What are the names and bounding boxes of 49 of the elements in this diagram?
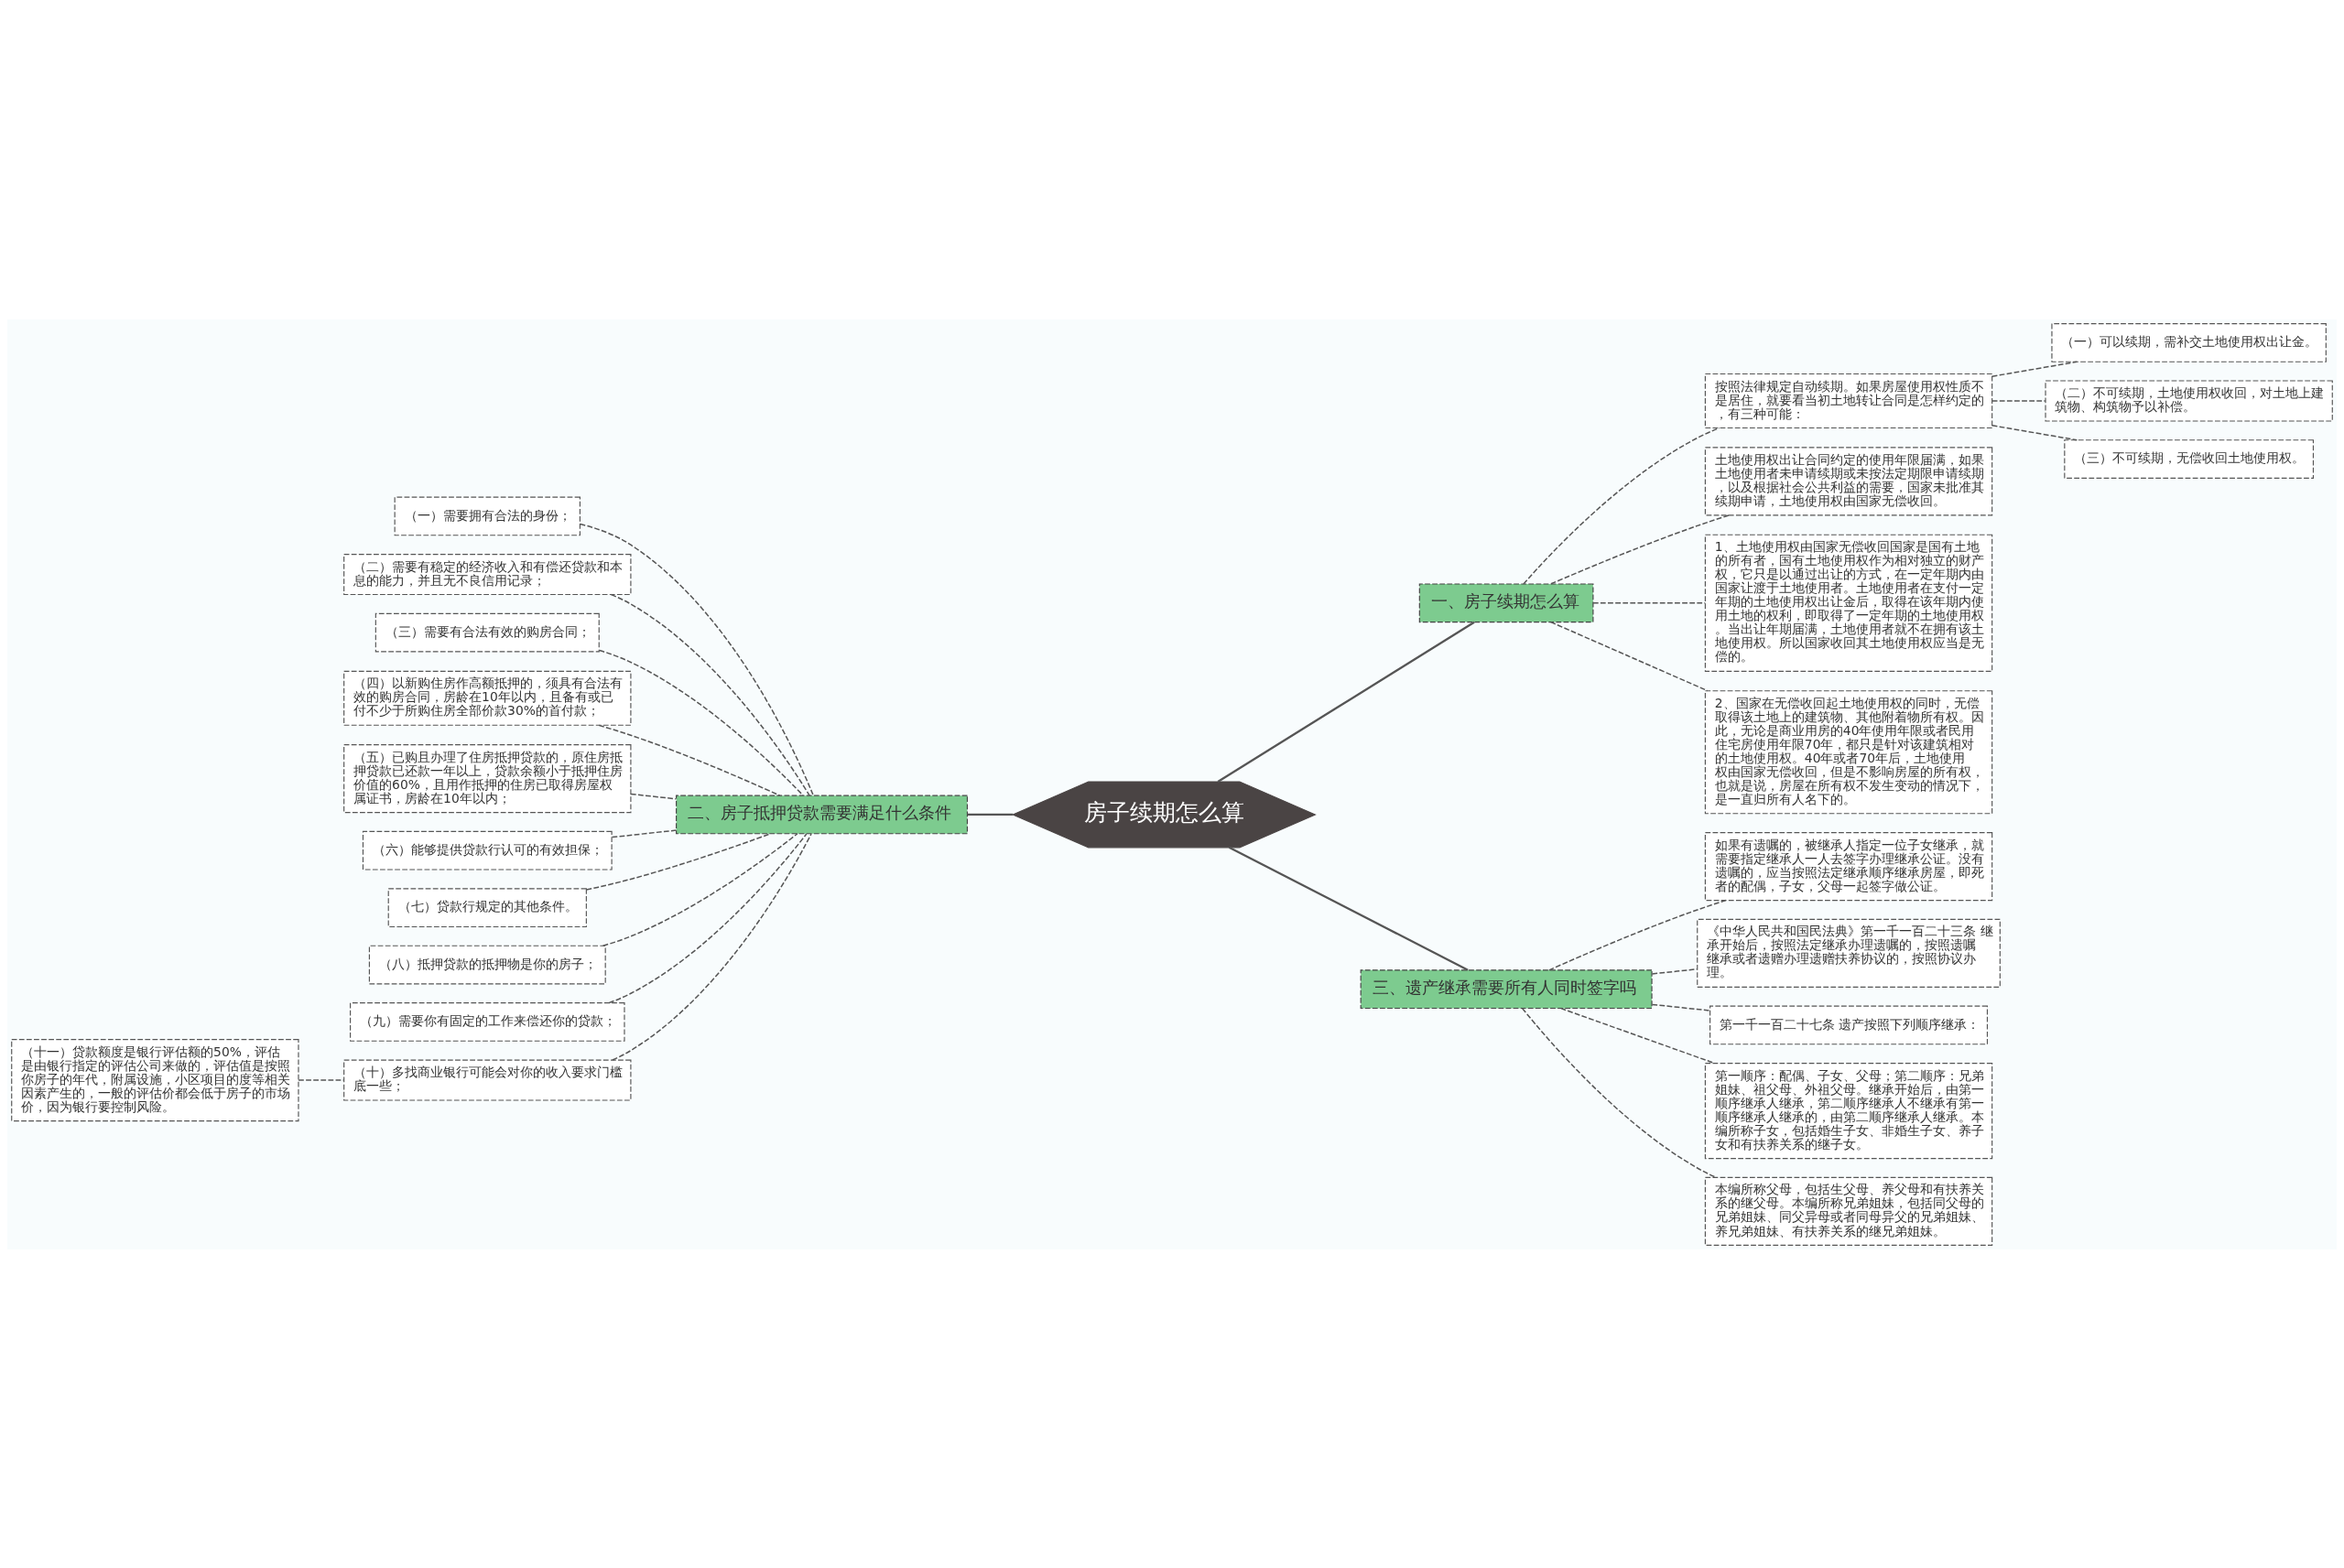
node-box: 本编所称父母，包括生父母、养父母和有扶养关系的继父母。本编所称兄弟姐妹，包括同父母的兄弟姐妹、同父异母或者同母异父的兄弟姐妹、养兄弟姐妹、有扶养关系的继兄弟姐妹。 xyxy=(1704,1176,1993,1246)
connector xyxy=(598,649,804,796)
connector xyxy=(298,1078,345,1081)
node-box: （六）能够提供贷款行认可的有效担保； xyxy=(362,830,613,871)
node-box: （三）不可续期，无偿收回土地使用权。 xyxy=(2064,438,2315,479)
connector xyxy=(608,832,808,1003)
node-box: 土地使用权出让合同约定的使用年限届满，如果土地使用者未申请续期或未按法定期限申请续期，以及根据社会公共利益的需要，国家未批准其续期申请，土地使用权由国家无偿收回。 xyxy=(1704,446,1993,515)
connector xyxy=(611,828,678,838)
connector xyxy=(1651,1003,1711,1011)
node-box: 2、国家在无偿收回起土地使用权的同时，无偿取得该土地上的建筑物、其他附着物所有权。因此，无论是商业用房的40年使用年限或者民用住宅房使用年限70年，都只是针对该建筑相对的土地使用权。40年或者70年后，土地使用权由国家无偿收回，但是不影响房屋的所有权，也就是说，房屋在所有权不发生变动的情况下，是一直归所有人名下的。 xyxy=(1704,689,1993,814)
connector xyxy=(967,813,1014,816)
connector xyxy=(1217,621,1475,783)
node-box: （四）以新购住房作高额抵押的，须具有合法有效的购房合同，房龄在10年以内，且备有或已付不少于所购住房全部价款30%的首付款； xyxy=(343,670,632,726)
node-box: 如果有遗嘱的，被继承人指定一位子女继承，就需要指定继承人一人去签字办理继承公证。没有遗嘱的，应当按照法定继承顺序继承房屋，即死者的配偶，子女，父母一起签字做公证。 xyxy=(1704,831,1993,901)
node-box: （五）已购且办理了住房抵押贷款的，原住房抵押贷款已还款一年以上，贷款余额小于抵押住房价值的60%，且用作抵押的住房已取得房屋权属证书，房龄在10年以内； xyxy=(343,743,632,813)
connector xyxy=(1548,899,1727,971)
connector xyxy=(1521,1007,1717,1178)
connector xyxy=(1523,427,1720,585)
connector xyxy=(610,593,810,796)
connector xyxy=(612,832,812,1061)
connector xyxy=(1991,399,2046,402)
node-box: （十）多找商业银行可能会对你的收入要求门槛底一些； xyxy=(343,1059,632,1101)
connector xyxy=(1549,621,1709,691)
node-box: （八）抵押贷款的抵押物是你的房子； xyxy=(368,945,606,984)
node-box: 第一顺序：配偶、子女、父母；第二顺序：兄弟姐妹、祖父母、外祖父母。继承开始后，由第一顺序继承人继承，第二顺序继承人不继承有第一顺序继承人继承的，由第二顺序继承人继承。本编所称子女，包括婚生子女、非婚生子女、养子女和有扶养关系的继子女。 xyxy=(1704,1062,1993,1159)
node-box: 按照法律规定自动续期。如果房屋使用权性质不是居住，就要看当初土地转让合同是怎样约定的，有三种可能： xyxy=(1704,373,1993,428)
node-box: 1、土地使用权由国家无偿收回国家是国有土地的所有者，国有土地使用权作为相对独立的财产权，它只是以通过出让的方式，在一定年期内由国家让渡于土地使用者。土地使用者在支付一定年期的土地使用权出让金后，取得在该年期内使用土地的权利，即取得了一定年期的土地使用权。当出让年期届满，土地使用者就不在拥有该土地使用权。所以国家收回其土地使用权应当是无偿的。 xyxy=(1704,534,1993,672)
node-box: （二）不可续期，土地使用权收回，对土地上建筑物、构筑物予以补偿。 xyxy=(2045,379,2333,422)
connector xyxy=(1592,601,1707,603)
connector xyxy=(1651,968,1698,975)
connector xyxy=(1991,361,2078,377)
connector xyxy=(1991,424,2078,440)
connector xyxy=(1228,846,1469,971)
node-box: （一）可以续期，需补交土地使用权出让金。 xyxy=(2051,322,2327,362)
node-box: 一、房子续期怎么算 xyxy=(1418,582,1594,622)
node-box: （九）需要你有固定的工作来偿还你的贷款； xyxy=(350,1001,625,1042)
connector xyxy=(579,523,814,796)
node-box: （二）需要有稳定的经济收入和有偿还贷款和本息的能力，并且无不良信用记录； xyxy=(343,553,632,595)
node-box: 《中华人民共和国民法典》第一千一百二十三条 继承开始后，按照法定继承办理遗嘱的，按照遗嘱继承或者遗赠办理遗赠扶养协议的，按照协议办理。 xyxy=(1697,918,2001,988)
node-box: 二、房子抵押贷款需要满足什么条件 xyxy=(676,795,969,834)
node-box: 三、遗产继承需要所有人同时签字吗 xyxy=(1360,968,1653,1009)
node-box: （七）贷款行规定的其他条件。 xyxy=(387,887,587,927)
node-box: 第一千一百二十七条 遗产按照下列顺序继承： xyxy=(1709,1005,1989,1044)
connector xyxy=(602,832,798,946)
node-box: （一）需要拥有合法的身份； xyxy=(394,496,581,535)
connector xyxy=(1550,514,1730,585)
node-box: （三）需要有合法有效的购房合同； xyxy=(374,612,600,653)
node-box: （十一）贷款额度是银行评估额的50%，评估是由银行指定的评估公司来做的，评估值是按照你房子的年代，附属设施，小区项目的度等相关因素产生的，一般的评估价都会低于房子的市场价，因为银行要控制风险。 xyxy=(11,1038,299,1121)
connector xyxy=(630,793,678,800)
